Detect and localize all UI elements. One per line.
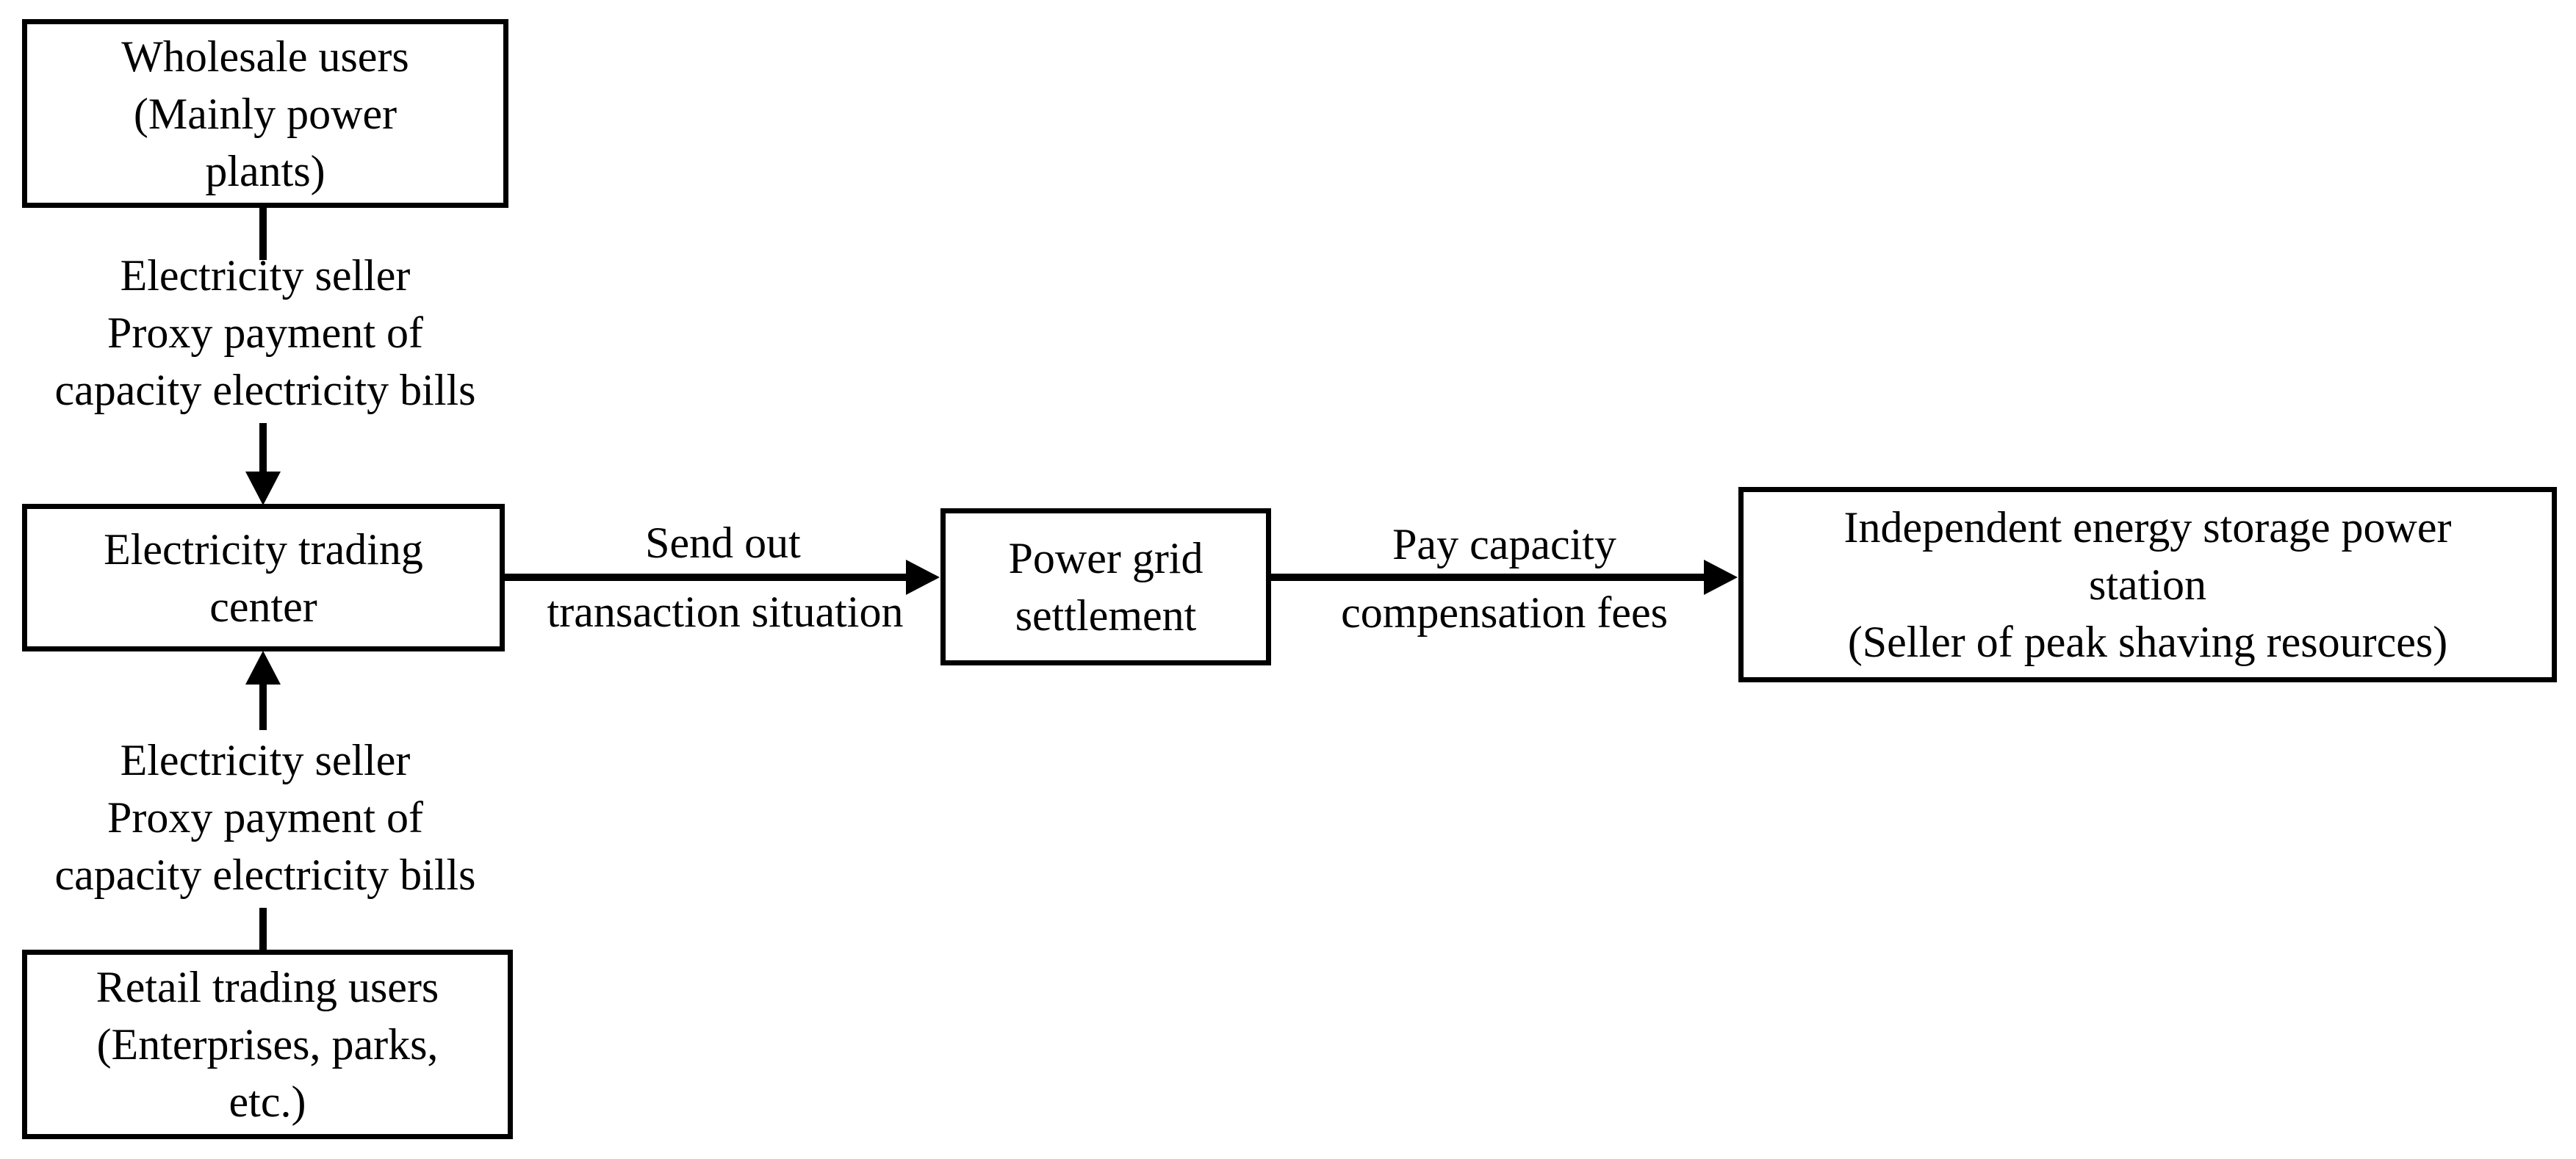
node-independent-storage-station: Independent energy storage power station…: [1738, 487, 2557, 682]
edge-label-transaction-situation: transaction situation: [547, 588, 904, 636]
edge-label-compensation-fees: compensation fees: [1341, 588, 1668, 637]
arrowhead-up-icon: [245, 651, 281, 685]
node-electricity-trading-center: Electricity trading center: [22, 504, 505, 651]
node-retail-trading-users: Retail trading users (Enterprises, parks…: [22, 950, 513, 1139]
edge-label-send-out: Send out: [645, 519, 801, 567]
arrowhead-right-center-to-grid-icon: [906, 560, 940, 595]
connector-grid-to-storage-shaft: [1270, 574, 1706, 581]
edge-label-pay-capacity: Pay capacity: [1392, 520, 1616, 568]
node-wholesale-users: Wholesale users (Mainly power plants): [22, 19, 508, 208]
node-power-grid-settlement: Power grid settlement: [940, 508, 1271, 665]
edge-label-retail-to-center: Electricity seller Proxy payment of capa…: [54, 736, 476, 899]
arrowhead-right-grid-to-storage-icon: [1704, 560, 1738, 595]
connector-down-arrow-shaft: [259, 423, 267, 477]
connector-up-arrow-shaft: [259, 680, 267, 730]
arrowhead-down-icon: [245, 472, 281, 505]
connector-retail-stub-line: [259, 908, 267, 953]
edge-label-wholesale-to-center: Electricity seller Proxy payment of capa…: [54, 251, 476, 414]
connector-center-to-grid-shaft: [503, 574, 909, 581]
connector-wholesale-stub-line: [259, 203, 267, 260]
